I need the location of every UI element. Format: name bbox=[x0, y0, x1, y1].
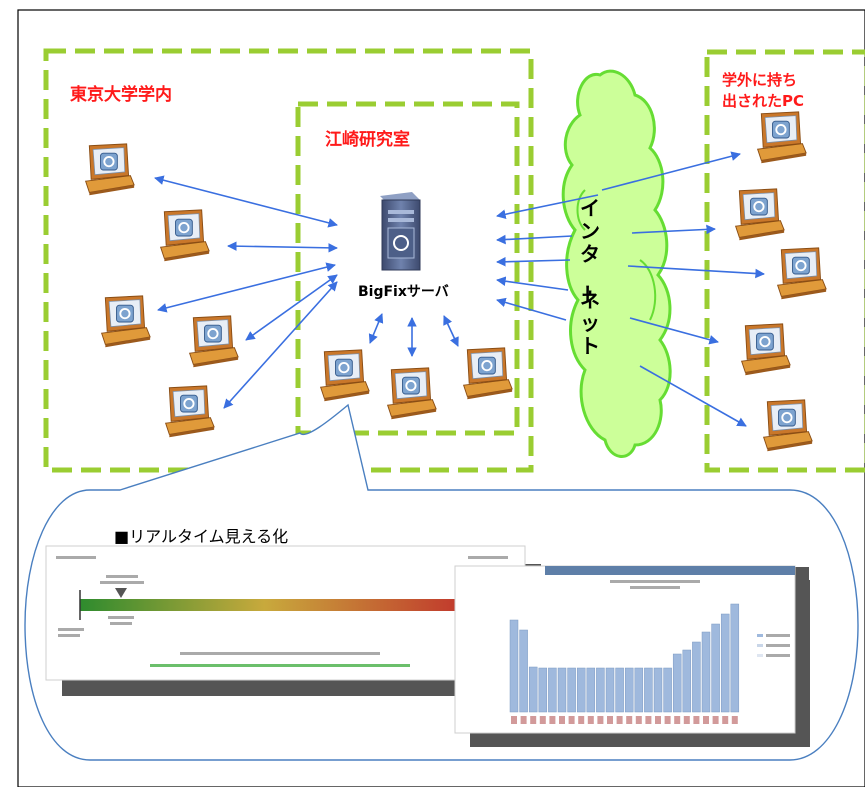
usage-bar bbox=[586, 667, 596, 713]
internet-label: インターネット bbox=[575, 196, 600, 358]
usage-bar bbox=[596, 667, 605, 713]
usage-bar bbox=[663, 667, 672, 713]
usage-bar bbox=[644, 667, 653, 713]
usage-bar-tick bbox=[635, 716, 642, 724]
usage-bar bbox=[672, 653, 682, 713]
connection-arrow bbox=[496, 256, 571, 267]
connection-arrow bbox=[631, 224, 716, 235]
usage-bar bbox=[528, 666, 538, 713]
gauge-pointer-icon bbox=[115, 588, 127, 598]
internet-cloud bbox=[561, 69, 672, 458]
usage-bar-tick bbox=[530, 716, 537, 724]
laptop-icon bbox=[386, 366, 438, 421]
connection-arrow bbox=[154, 175, 338, 228]
usage-bar-tick bbox=[674, 716, 681, 724]
usage-bar-tick bbox=[568, 716, 575, 724]
usage-bar bbox=[548, 667, 557, 713]
laptop-icon bbox=[762, 398, 814, 453]
laptop-icon bbox=[776, 246, 828, 301]
external-zone-label-line1: 学外に持ち bbox=[722, 71, 797, 89]
lab-zone-label: 江崎研究室 bbox=[325, 129, 410, 150]
usage-bar bbox=[692, 641, 701, 713]
laptop-icon bbox=[319, 348, 371, 403]
laptop-icon bbox=[756, 110, 808, 165]
connection-arrow bbox=[496, 194, 599, 219]
connection-arrow bbox=[368, 313, 384, 344]
usage-bar-tick bbox=[597, 716, 604, 724]
connection-arrow bbox=[227, 241, 338, 253]
connection-arrow bbox=[627, 265, 765, 279]
usage-bar-tick bbox=[731, 716, 738, 724]
external-zone bbox=[704, 49, 865, 473]
connection-arrow bbox=[496, 276, 569, 291]
usage-bar-tick bbox=[626, 716, 633, 724]
campus-zone-label: 東京大学学内 bbox=[70, 84, 172, 105]
connection-arrow bbox=[496, 234, 573, 245]
usage-bar bbox=[653, 667, 663, 713]
usage-bar-tick bbox=[703, 716, 709, 724]
usage-bar bbox=[711, 623, 720, 713]
laptop-icon bbox=[84, 142, 136, 197]
usage-bar-tick bbox=[578, 716, 585, 724]
campus-zone bbox=[43, 48, 534, 473]
connection-arrow bbox=[496, 297, 567, 321]
visualization-title: ■リアルタイム見える化 bbox=[114, 527, 288, 546]
usage-chart-panel bbox=[454, 565, 810, 747]
laptop-icon bbox=[100, 294, 152, 349]
server-label: BigFixサーバ bbox=[358, 284, 449, 300]
usage-bar bbox=[682, 649, 692, 713]
usage-bar bbox=[519, 629, 528, 713]
connection-arrow bbox=[223, 281, 338, 409]
usage-bar-tick bbox=[559, 716, 565, 724]
connection-arrow bbox=[443, 315, 459, 347]
connection-arrow bbox=[639, 365, 747, 427]
laptop-icon bbox=[164, 384, 216, 439]
usage-bar-tick bbox=[616, 716, 623, 724]
usage-bar-tick bbox=[607, 716, 613, 724]
connection-arrows bbox=[154, 151, 765, 427]
usage-bar-tick bbox=[712, 716, 719, 724]
connection-arrow bbox=[629, 317, 719, 345]
usage-bar-tick bbox=[655, 716, 661, 724]
usage-bar-tick bbox=[520, 716, 527, 724]
usage-bar bbox=[615, 667, 624, 713]
usage-bar bbox=[557, 667, 567, 713]
usage-bar bbox=[701, 631, 711, 713]
usage-bar bbox=[605, 667, 615, 713]
usage-bar-tick bbox=[722, 716, 729, 724]
laptop-icon bbox=[188, 314, 240, 369]
usage-bar-tick bbox=[539, 716, 546, 724]
connection-arrow bbox=[601, 151, 741, 191]
usage-bars bbox=[509, 603, 740, 724]
usage-bar-tick bbox=[587, 716, 594, 724]
usage-bar-tick bbox=[693, 716, 700, 724]
usage-bar bbox=[730, 603, 740, 713]
connection-arrow bbox=[157, 262, 336, 313]
usage-bar-tick bbox=[683, 716, 690, 724]
laptop-icon bbox=[740, 322, 792, 377]
laptop-icon bbox=[734, 187, 786, 242]
usage-bar bbox=[624, 667, 634, 713]
usage-bar bbox=[634, 667, 644, 713]
laptop-icon bbox=[462, 346, 514, 401]
usage-bar bbox=[538, 667, 548, 713]
usage-bar bbox=[576, 667, 586, 713]
usage-bar bbox=[509, 619, 519, 713]
gauge-bar bbox=[80, 599, 490, 611]
external-zone-label-line2: 出されたPC bbox=[722, 92, 804, 110]
usage-bar bbox=[567, 667, 576, 713]
usage-bar-tick bbox=[511, 716, 517, 724]
usage-bar-tick bbox=[664, 716, 671, 724]
usage-bar-tick bbox=[549, 716, 556, 724]
client-laptops bbox=[84, 110, 828, 453]
laptop-icon bbox=[159, 208, 211, 263]
usage-bar bbox=[720, 613, 730, 713]
server-icon bbox=[380, 192, 421, 271]
usage-bar-tick bbox=[645, 716, 652, 724]
